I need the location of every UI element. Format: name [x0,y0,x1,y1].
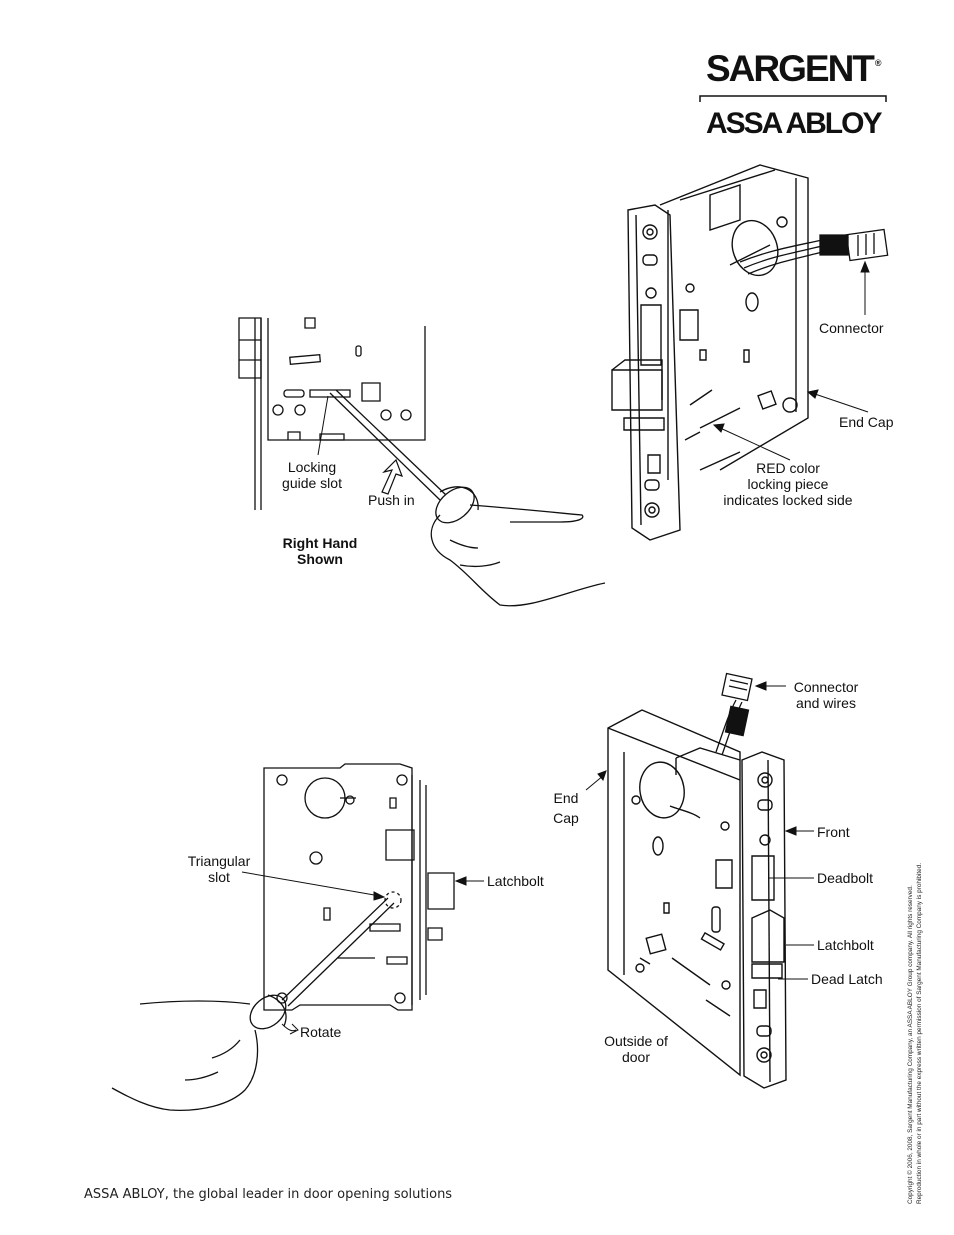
label-push-in: Push in [368,492,415,508]
figure1-lock-body [239,318,425,510]
figure3-leaders [242,872,484,900]
copyright-notice: Copyright © 2006, 2008, Sargent Manufact… [907,862,923,1204]
assa-abloy-logo: ASSA ABLOY [706,107,882,140]
label-front: Front [817,824,850,840]
label-connector: Connector [819,320,884,336]
figure4-lock-case [608,710,740,1075]
footer-tagline: ASSA ABLOY, the global leader in door op… [84,1187,453,1202]
locking-guide-leader [318,396,328,455]
sargent-logo: SARGENT® [706,48,882,90]
rotate-arrow [282,1024,296,1031]
figure3-lock-body [264,764,454,1010]
figure4-connector-wires [716,674,752,755]
label-deadbolt: Deadbolt [817,870,874,886]
registered-mark: ® [874,58,882,68]
figure3-hand [112,1001,258,1110]
figure2-connector-wires [740,229,888,274]
label-rotate: Rotate [300,1024,342,1040]
figure2-lock-case [660,165,808,480]
figure1-hand [431,505,605,606]
label-latchbolt-fig4: Latchbolt [817,937,874,953]
label-red-locking-piece: RED color locking piece indicates locked… [723,460,853,508]
logo-divider [700,96,886,102]
label-dead-latch: Dead Latch [811,971,883,987]
label-end-cap: End Cap [839,414,894,430]
figure1-screwdriver [330,390,481,530]
label-latchbolt-fig3: Latchbolt [487,873,544,889]
figure4-leaders [586,682,814,979]
figure4-faceplate [742,752,786,1088]
figure2-faceplate [612,205,680,540]
figure2-leaders [714,262,869,460]
figure3-screwdriver [244,898,394,1036]
push-in-arrow [382,460,402,494]
brand-name: SARGENT [706,48,875,89]
